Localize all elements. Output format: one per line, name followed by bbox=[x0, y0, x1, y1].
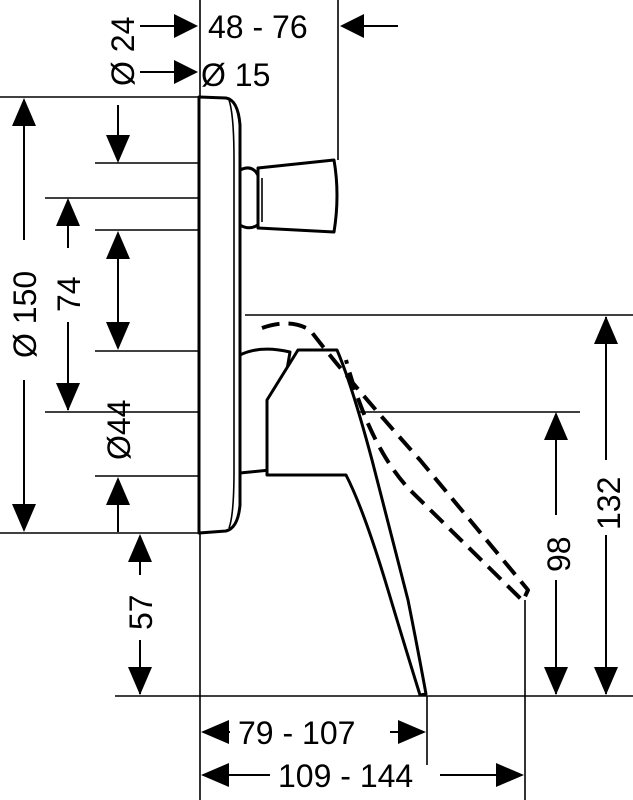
diameter-15-arrow bbox=[140, 60, 198, 84]
depth-48-76-label: 48 - 76 bbox=[208, 9, 308, 45]
spacing-74-dimension bbox=[56, 198, 80, 411]
height-132-dimension bbox=[594, 316, 618, 695]
projection-109-144-dimension bbox=[201, 763, 524, 787]
diverter-knob bbox=[238, 158, 339, 234]
height-132-label: 132 bbox=[591, 477, 627, 530]
diameter-24-label: Ø 24 bbox=[105, 17, 141, 86]
diameter-150-dimension bbox=[12, 98, 36, 532]
wall-plate bbox=[197, 95, 242, 535]
projection-79-107-label: 79 - 107 bbox=[238, 715, 355, 751]
diameter-150-label: Ø 150 bbox=[7, 271, 43, 358]
diverter-spacing-arrows bbox=[106, 105, 130, 532]
projection-79-107-dimension bbox=[201, 720, 426, 744]
depth-48-76-arrow bbox=[340, 14, 398, 38]
diameter-24-arrow bbox=[140, 14, 198, 38]
lever-open-position bbox=[261, 321, 530, 603]
lever-handle bbox=[238, 347, 428, 697]
offset-57-label: 57 bbox=[123, 594, 159, 630]
offset-57-dimension bbox=[128, 534, 152, 695]
height-98-label: 98 bbox=[541, 536, 577, 572]
projection-109-144-label: 109 - 144 bbox=[278, 758, 413, 794]
height-98-dimension bbox=[544, 412, 568, 695]
diameter-15-label: Ø 15 bbox=[201, 57, 270, 93]
spacing-74-label: 74 bbox=[51, 276, 87, 312]
diameter-44-label: Ø44 bbox=[101, 400, 137, 460]
